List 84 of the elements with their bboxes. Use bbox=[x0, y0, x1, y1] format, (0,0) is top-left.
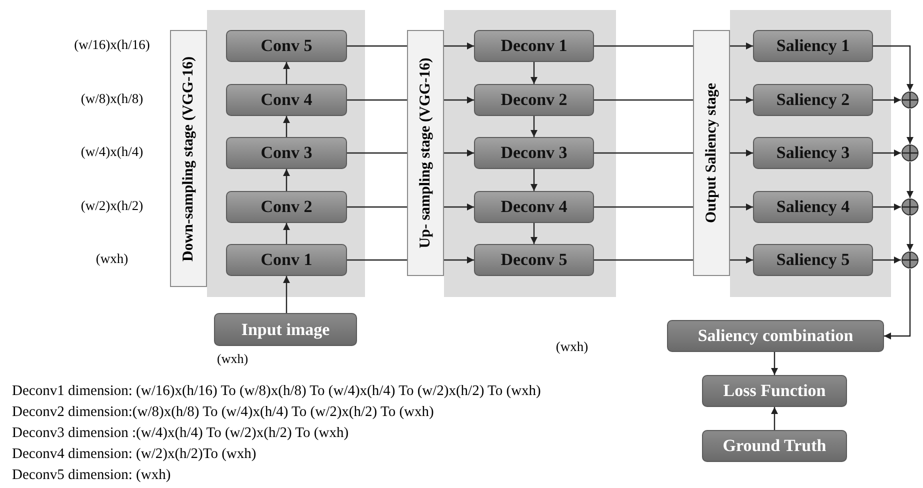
arrow bbox=[283, 116, 290, 137]
arrow bbox=[730, 204, 753, 210]
summation-node bbox=[901, 91, 919, 109]
arrow bbox=[873, 204, 901, 210]
arrow bbox=[906, 109, 914, 144]
stage-label: Output Saliency stage bbox=[703, 83, 720, 223]
arrow bbox=[730, 256, 753, 264]
connector-line bbox=[347, 206, 407, 208]
summation-node bbox=[901, 144, 919, 162]
arrow bbox=[884, 269, 911, 340]
arrow bbox=[906, 162, 914, 198]
connector-line bbox=[594, 259, 693, 261]
arrow bbox=[283, 62, 290, 84]
process-box: Conv 5 bbox=[226, 30, 347, 62]
arrow bbox=[444, 150, 474, 156]
dimension-label: (wxh) bbox=[96, 251, 128, 267]
process-box: Conv 2 bbox=[226, 191, 347, 223]
arrow bbox=[771, 352, 778, 375]
arrow bbox=[530, 116, 538, 137]
arrow bbox=[873, 256, 901, 264]
process-box: Saliency 5 bbox=[753, 244, 873, 276]
arrow bbox=[873, 96, 901, 104]
process-box: Input image bbox=[214, 313, 357, 346]
process-box: Deconv 1 bbox=[474, 30, 594, 62]
dimension-label: (w/16)x(h/16) bbox=[74, 37, 150, 53]
process-box: Saliency combination bbox=[667, 320, 884, 352]
dimension-note: (wxh) bbox=[217, 351, 248, 367]
stage-label: Up- sampling stage (VGG-16) bbox=[417, 58, 434, 248]
connector-line bbox=[347, 99, 407, 101]
stage-bar bbox=[407, 30, 444, 276]
arrow bbox=[530, 62, 538, 84]
summation-node bbox=[901, 251, 919, 269]
process-box: Ground Truth bbox=[702, 430, 847, 462]
connector-line bbox=[594, 152, 693, 154]
stage-panel bbox=[730, 10, 891, 297]
connector-line bbox=[594, 99, 693, 101]
connector-line bbox=[594, 206, 693, 208]
stage-bar bbox=[170, 30, 207, 287]
arrow bbox=[873, 150, 901, 156]
dimension-label: (w/4)x(h/4) bbox=[80, 144, 144, 160]
arrow bbox=[530, 223, 538, 244]
arrow bbox=[444, 204, 474, 210]
arrow bbox=[444, 42, 474, 50]
arrow bbox=[906, 216, 914, 251]
stage-panel bbox=[444, 10, 616, 297]
process-box: Deconv 2 bbox=[474, 84, 594, 116]
arrow bbox=[873, 45, 914, 91]
dimension-label: (wxh) bbox=[556, 339, 588, 355]
process-box: Conv 3 bbox=[226, 137, 347, 169]
stage-panel bbox=[207, 10, 365, 297]
process-box: Deconv 4 bbox=[474, 191, 594, 223]
dimension-note: Deconv2 dimension:(w/8)x(h/8) To (w/4)x(h/4) To (w/2)x(h/2) To (wxh) bbox=[12, 404, 434, 421]
summation-node bbox=[901, 198, 919, 216]
dimension-note: Deconv5 dimension: (wxh) bbox=[12, 467, 171, 484]
process-box: Saliency 1 bbox=[753, 30, 873, 62]
process-box: Saliency 2 bbox=[753, 84, 873, 116]
connector-line bbox=[347, 45, 407, 47]
arrow bbox=[530, 169, 538, 191]
arrow bbox=[771, 407, 778, 430]
process-box: Saliency 3 bbox=[753, 137, 873, 169]
arrow bbox=[283, 169, 290, 191]
dimension-label: (w/8)x(h/8) bbox=[80, 91, 144, 107]
arrow bbox=[730, 96, 753, 104]
process-box: Loss Function bbox=[702, 375, 847, 407]
dimension-note: Deconv4 dimension: (w/2)x(h/2)To (wxh) bbox=[12, 446, 256, 463]
dimension-label: (w/2)x(h/2) bbox=[80, 198, 144, 214]
arrow bbox=[283, 276, 290, 313]
arrow bbox=[444, 256, 474, 264]
process-box: Conv 4 bbox=[226, 84, 347, 116]
connector-line bbox=[347, 152, 407, 154]
arrow bbox=[283, 223, 290, 244]
dimension-note: Deconv1 dimension: (w/16)x(h/16) To (w/8)x(h/8) To (w/4)x(h/4) To (w/2)x(h/2) To (wxh) bbox=[12, 383, 541, 400]
stage-label: Down-sampling stage (VGG-16) bbox=[180, 56, 197, 261]
process-box: Saliency 4 bbox=[753, 191, 873, 223]
dimension-note: Deconv3 dimension :(w/4)x(h/4) To (w/2)x(h/2) To (wxh) bbox=[12, 425, 349, 442]
arrow bbox=[730, 150, 753, 156]
process-box: Deconv 3 bbox=[474, 137, 594, 169]
process-box: Conv 1 bbox=[226, 244, 347, 276]
process-box: Deconv 5 bbox=[474, 244, 594, 276]
arrow bbox=[730, 42, 753, 50]
arrow bbox=[444, 96, 474, 104]
stage-bar bbox=[693, 30, 730, 276]
connector-line bbox=[594, 45, 693, 47]
connector-line bbox=[347, 259, 407, 261]
